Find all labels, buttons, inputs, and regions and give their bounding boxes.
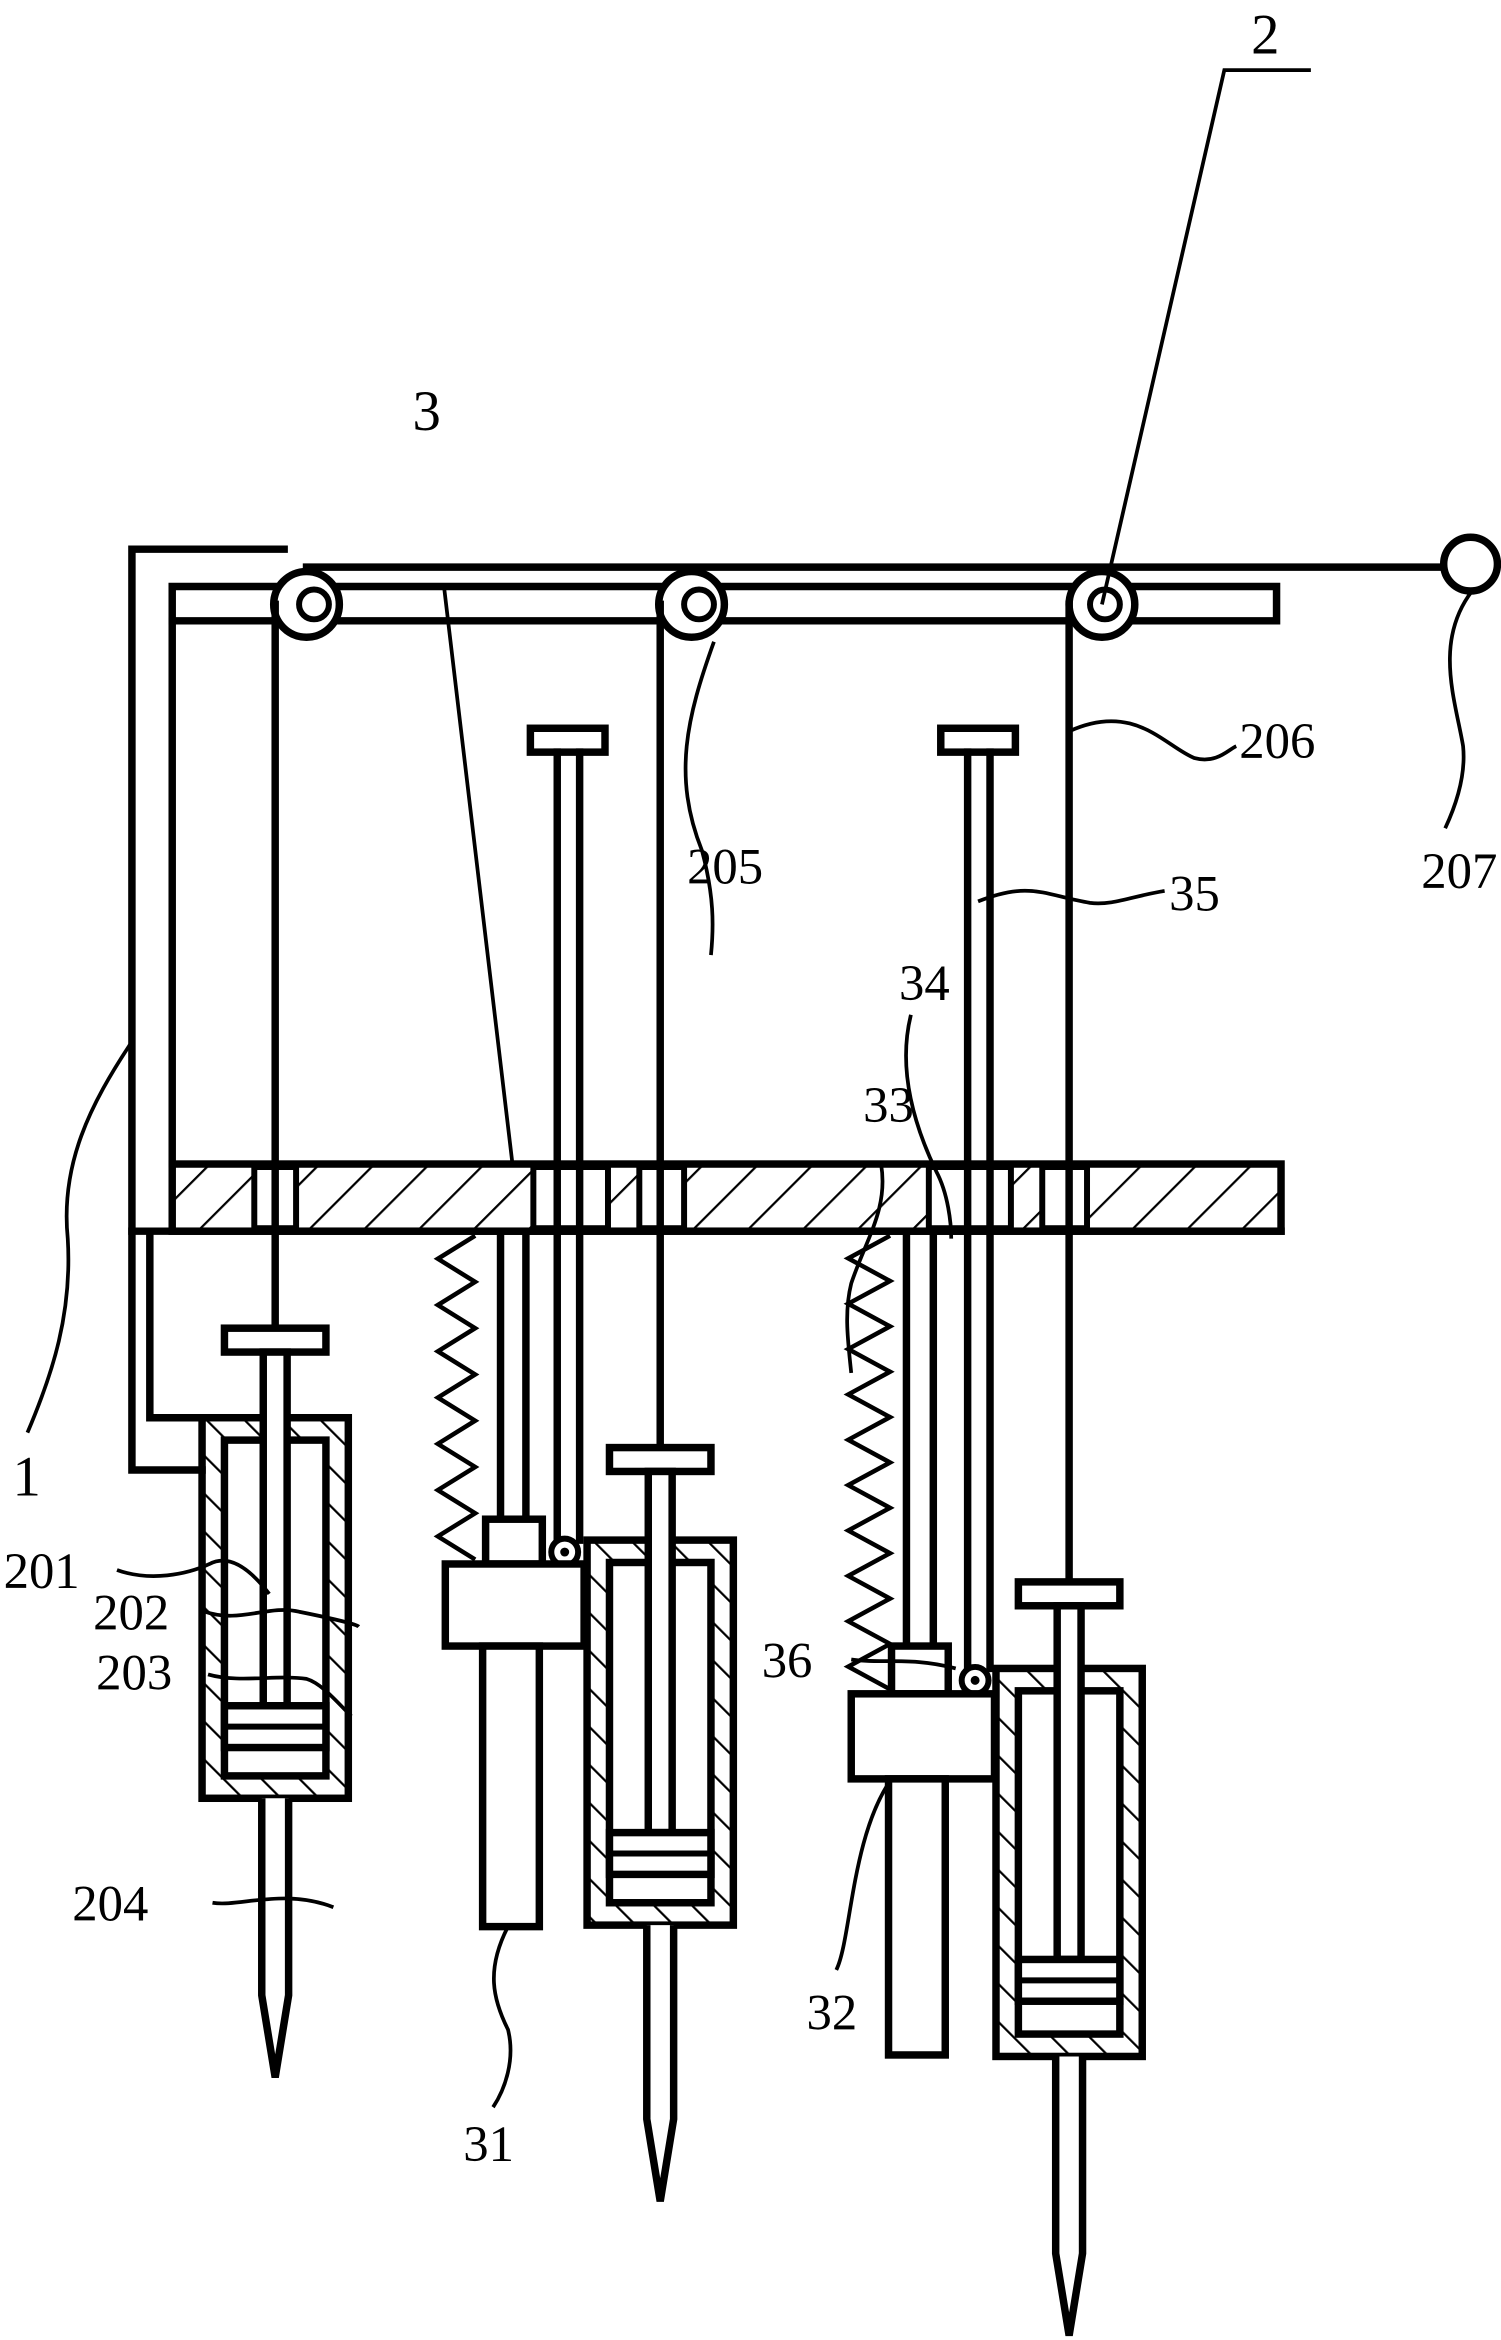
plate-hole — [1039, 1164, 1091, 1232]
pulley-1 — [269, 567, 344, 641]
guide-assembly-31 — [441, 1227, 588, 1931]
frame-inner-bracket — [146, 1227, 206, 1422]
pulley-axle — [681, 586, 717, 623]
cable-system — [269, 533, 1501, 1586]
plunger-rod — [259, 1348, 291, 1710]
callout-labels: 2 3 1 205 206 207 35 34 33 36 32 31 201 … — [4, 4, 1498, 2172]
leader-202 — [204, 1608, 361, 1629]
pulley-2 — [654, 567, 729, 641]
label-206: 206 — [1239, 713, 1315, 769]
frame-outer-left — [128, 545, 288, 1474]
label-207: 207 — [1421, 843, 1497, 899]
leader-205 — [683, 641, 716, 956]
slider-cap — [887, 1642, 952, 1698]
hatched-plate — [128, 1160, 1285, 1235]
leader-207 — [1443, 589, 1474, 830]
label-33: 33 — [863, 1077, 914, 1133]
frame-top-bar — [168, 582, 1281, 1168]
leader-206 — [1068, 719, 1238, 762]
label-34: 34 — [899, 955, 950, 1011]
leader-201 — [116, 1558, 271, 1595]
frame — [128, 545, 1281, 1474]
label-201: 201 — [4, 1543, 80, 1599]
plunger-rod — [1053, 1602, 1085, 1964]
pull-ring-207[interactable] — [1439, 533, 1501, 595]
roller-axle — [970, 1675, 980, 1685]
slider-block[interactable] — [847, 1690, 999, 1783]
needle — [258, 1798, 293, 2078]
leader-2 — [1100, 68, 1311, 605]
guide-post-31 — [478, 1642, 544, 1931]
syringe-group — [198, 1324, 1146, 2337]
leader-203 — [207, 1672, 353, 1718]
spring-right — [843, 1233, 895, 1692]
label-202: 202 — [93, 1585, 169, 1641]
leader-1 — [25, 1040, 134, 1434]
label-31: 31 — [463, 2116, 514, 2172]
label-2: 2 — [1251, 4, 1279, 67]
syringe-left — [198, 1324, 353, 2078]
slider-block[interactable] — [441, 1560, 588, 1650]
needle — [1051, 2056, 1087, 2337]
needle — [643, 1925, 678, 2202]
leader-35 — [977, 888, 1165, 906]
leader-3 — [400, 583, 515, 1165]
label-1: 1 — [13, 1445, 41, 1508]
leader-204 — [212, 1896, 335, 1909]
label-32: 32 — [806, 1985, 857, 2041]
label-205: 205 — [687, 838, 763, 894]
plate-hole — [530, 1164, 611, 1232]
plate-body — [168, 1160, 1285, 1235]
push-rod-handle[interactable] — [937, 724, 1020, 756]
slider-cap — [481, 1515, 547, 1568]
roller-axle — [560, 1547, 570, 1557]
label-3: 3 — [412, 380, 440, 443]
syringe-right — [992, 1578, 1146, 2337]
label-36: 36 — [762, 1632, 813, 1688]
guide-assembly-32 — [847, 1227, 999, 2059]
leader-lines — [25, 68, 1474, 2109]
pulley-axle — [296, 586, 332, 623]
leader-36 — [850, 1657, 957, 1671]
syringe-middle — [583, 1443, 738, 2202]
leader-31 — [491, 1925, 513, 2109]
push-rod-right — [937, 724, 1020, 1697]
leader-34 — [904, 1014, 954, 1239]
plunger-rod — [644, 1467, 676, 1837]
label-204: 204 — [72, 1876, 148, 1932]
leader-32 — [834, 1777, 894, 1971]
spring-left — [433, 1233, 480, 1562]
push-rod-handle[interactable] — [526, 724, 609, 756]
guide-post-32 — [884, 1775, 949, 2059]
label-35: 35 — [1169, 865, 1220, 921]
push-rod-left — [526, 724, 609, 1569]
leader-33 — [845, 1163, 885, 1374]
label-203: 203 — [96, 1644, 172, 1700]
